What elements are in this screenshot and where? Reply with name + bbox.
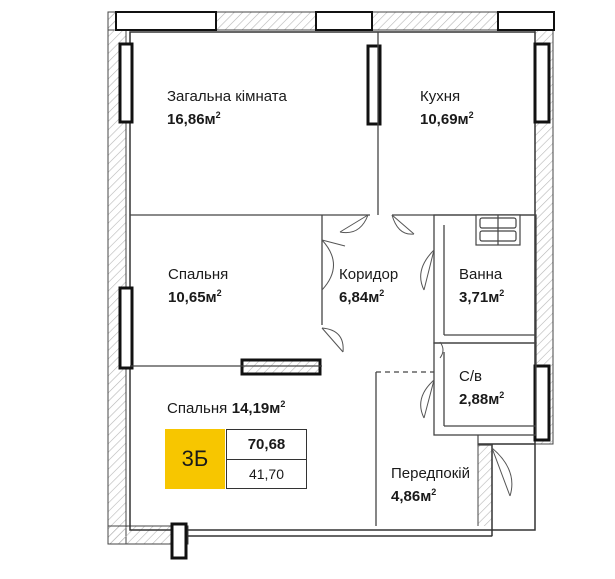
room-bathroom-area: 3,71м2 [459,288,505,306]
doors [321,214,513,497]
room-bedroom-2-name: Спальня [167,400,228,417]
room-kitchen-name: Кухня [420,88,461,105]
room-hallway: Передпокій 4,86м2 [391,465,470,506]
living-area: 41,70 [248,466,285,482]
bath-fixtures [475,214,521,246]
room-bedroom-1-area: 10,65м2 [168,288,222,306]
windows [115,11,555,560]
room-bedroom-1: Спальня 10,65м2 [168,266,228,307]
room-bathroom: Ванна 3,71м2 [459,266,504,307]
area-summary-box: 70,68 41,70 [226,429,307,489]
apartment-badge: 3Б 70,68 41,70 [165,429,307,489]
total-area: 70,68 [227,430,306,460]
apartment-type-code: 3Б [165,429,225,489]
exterior-walls [107,11,554,545]
room-bedroom-2: Спальня 14,19м2 [167,395,285,418]
entry-stub [477,435,492,446]
room-corridor-area: 6,84м2 [339,288,385,306]
wall-outlines [129,31,536,537]
room-living-name: Загальна кімната [167,88,287,105]
room-bedroom-1-name: Спальня [168,266,229,283]
room-hallway-area: 4,86м2 [391,487,437,505]
room-corridor: Коридор 6,84м2 [339,266,398,307]
room-living: Загальна кімната 16,86м2 [167,88,287,129]
room-kitchen: Кухня 10,69м2 [420,88,474,129]
room-kitchen-area: 10,69м2 [420,110,474,128]
room-living-area: 16,86м2 [167,110,221,128]
room-toilet-area: 2,88м2 [459,390,505,408]
room-bedroom-2-area: 14,19м2 [231,399,286,417]
room-toilet: С/в 2,88м2 [459,368,504,409]
room-bathroom-name: Ванна [459,266,503,283]
room-corridor-name: Коридор [339,266,399,283]
room-toilet-name: С/в [459,368,482,385]
room-hallway-name: Передпокій [391,465,470,482]
